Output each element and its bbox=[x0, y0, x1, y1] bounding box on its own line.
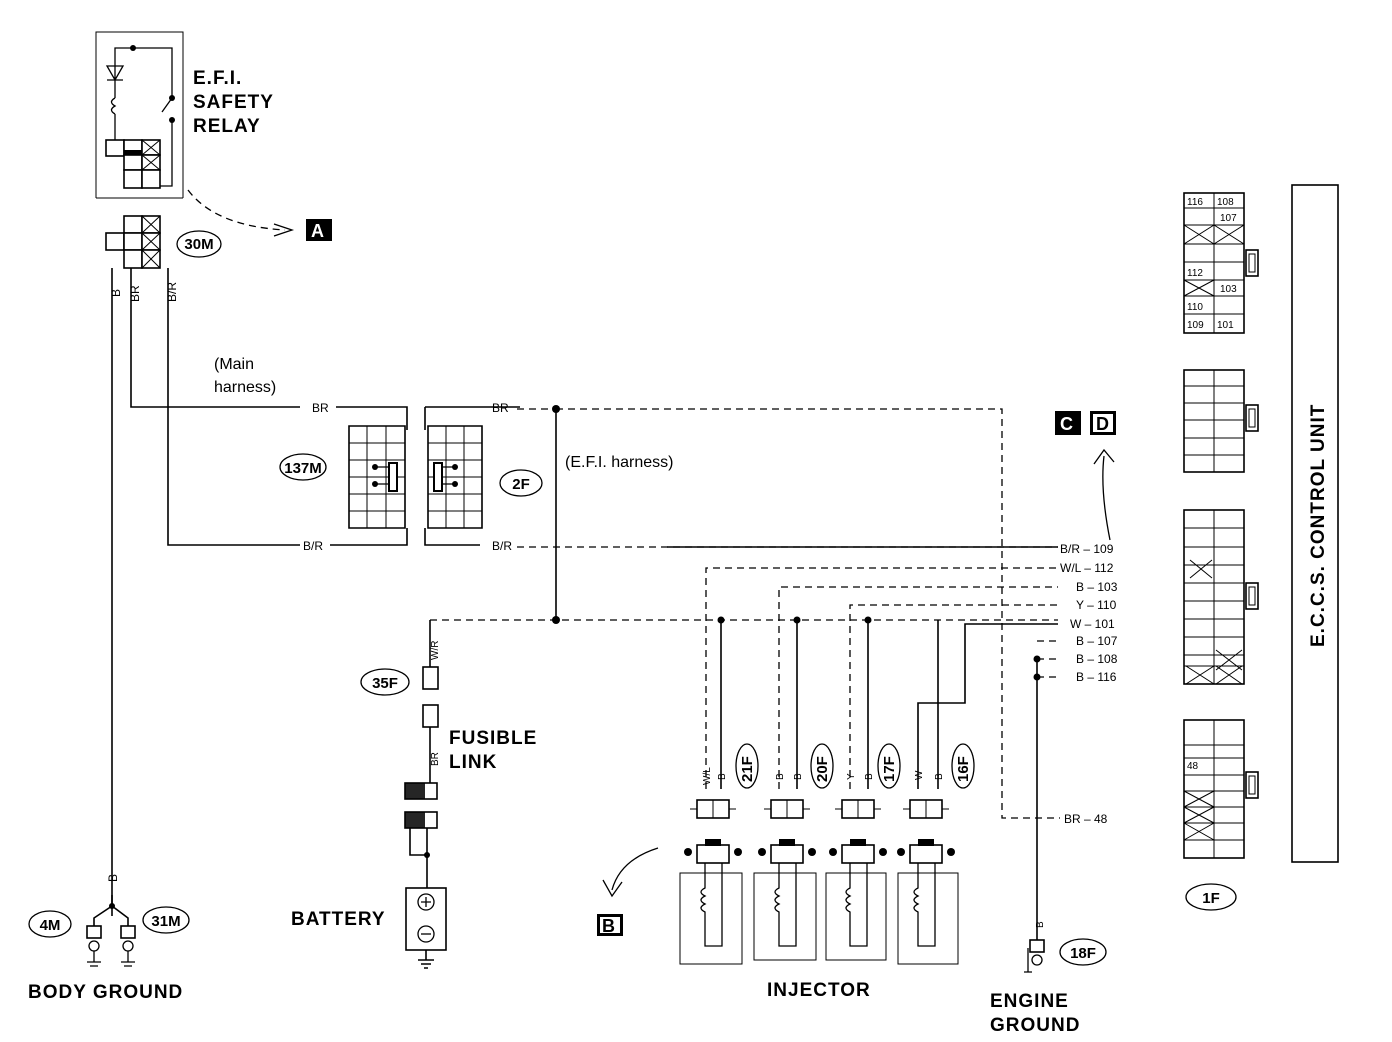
marker-c: C bbox=[1060, 414, 1073, 434]
connector-137m: 137M bbox=[279, 425, 406, 529]
marker-b-group: B bbox=[597, 847, 659, 936]
engine-ground-label-2: GROUND bbox=[990, 1015, 1080, 1036]
engine-ground-label-1: ENGINE bbox=[990, 991, 1069, 1012]
injector-1 bbox=[679, 799, 743, 965]
connector-21f-label: 21F bbox=[739, 756, 756, 782]
ecu-pin-label: B/R – 109 bbox=[1060, 542, 1114, 556]
connector-30m: 30M bbox=[105, 215, 222, 269]
connector-31m-label: 31M bbox=[151, 913, 180, 930]
ecu-pin-label: B – 116 bbox=[1076, 670, 1117, 684]
injector-2 bbox=[753, 799, 817, 961]
battery-circuit: W/R 35F BR FUSIBLE LINK BATTERY bbox=[291, 620, 537, 969]
relay-label-line3: RELAY bbox=[193, 116, 261, 137]
battery-label: BATTERY bbox=[291, 909, 386, 930]
connector-35f-label: 35F bbox=[372, 675, 398, 692]
wire-label-br-fusible: BR bbox=[430, 752, 441, 766]
connector-1f-label: 1F bbox=[1202, 890, 1220, 907]
wire-label-b-body: B bbox=[106, 874, 120, 882]
wire-label-y-17f: Y bbox=[846, 773, 857, 780]
ecu-control-unit: E.C.C.S. CONTROL UNIT bbox=[1291, 184, 1339, 863]
main-harness-label-1: (Main bbox=[214, 356, 254, 373]
connector-20f-label: 20F bbox=[814, 756, 831, 782]
ecu-pin-107: 107 bbox=[1220, 213, 1237, 224]
ecu-pin-label: B – 107 bbox=[1076, 634, 1118, 648]
wire-label-br-main: BR bbox=[312, 401, 329, 415]
relay-label-line1: E.F.I. bbox=[193, 68, 242, 89]
ecu-pin-109: 109 bbox=[1187, 320, 1204, 331]
connector-16f-label: 16F bbox=[955, 756, 972, 782]
ecu-pin-label: Y – 110 bbox=[1076, 598, 1117, 612]
marker-b: B bbox=[602, 916, 615, 936]
ecu-connector-4: 48 1F bbox=[1183, 719, 1259, 911]
wires-from-30m: B BR B/R bbox=[109, 268, 300, 916]
connector-2f-label: 2F bbox=[512, 476, 530, 493]
ecu-pin-108: 108 bbox=[1217, 197, 1234, 208]
ecu-pin-label: W – 101 bbox=[1070, 617, 1115, 631]
injector-wires bbox=[667, 546, 1058, 940]
marker-d: D bbox=[1096, 414, 1109, 434]
engine-ground: B 18F ENGINE GROUND bbox=[990, 921, 1107, 1036]
efi-harness-wires: BR (E.F.I. harness) B/R BR – 48 bbox=[430, 401, 1108, 826]
br48-label: BR – 48 bbox=[1064, 812, 1108, 826]
wire-label-b-r-main: B/R bbox=[303, 539, 323, 553]
main-harness-label-2: harness) bbox=[214, 379, 276, 396]
ecu-pin-103: 103 bbox=[1220, 284, 1237, 295]
fusible-link-label-1: FUSIBLE bbox=[449, 728, 537, 749]
wire-label-b-top: B bbox=[109, 289, 123, 297]
injector-3 bbox=[825, 799, 887, 961]
markers-cd: C D bbox=[1055, 411, 1116, 541]
ecu-connector-1: 116 108 107 112 103 110 109 101 bbox=[1183, 192, 1259, 334]
ecu-pin-label: B – 108 bbox=[1076, 652, 1118, 666]
wire-label-b-20f-a: B bbox=[775, 773, 786, 780]
wire-label-b-engine: B bbox=[1035, 921, 1046, 928]
wire-label-b-16f: B bbox=[934, 773, 945, 780]
connector-137m-label: 137M bbox=[284, 460, 322, 477]
ecu-pin-label: W/L – 112 bbox=[1060, 561, 1114, 575]
ecu-label: E.C.C.S. CONTROL UNIT bbox=[1308, 404, 1329, 647]
ecu-pin-112: 112 bbox=[1187, 268, 1203, 279]
wires-137m: BR B/R bbox=[303, 401, 408, 553]
connector-18f-label: 18F bbox=[1070, 945, 1096, 962]
ecu-pin-label: B – 103 bbox=[1076, 580, 1118, 594]
relay-label-line2: SAFETY bbox=[193, 92, 274, 113]
connector-30m-label: 30M bbox=[184, 236, 213, 253]
efi-safety-relay: E.F.I. SAFETY RELAY bbox=[95, 31, 274, 199]
ecu-connector-3 bbox=[1183, 509, 1259, 685]
wire-label-b-21f: B bbox=[717, 773, 728, 780]
wire-label-b-20f-b: B bbox=[793, 773, 804, 780]
ecu-pin-110: 110 bbox=[1187, 302, 1203, 313]
arrow-to-a: A bbox=[187, 189, 332, 241]
wire-label-w-r: W/R bbox=[430, 641, 441, 660]
ecu-pin-101: 101 bbox=[1217, 320, 1234, 331]
connector-17f-label: 17F bbox=[881, 756, 898, 782]
wire-label-w-16f: W bbox=[914, 770, 925, 780]
efi-harness-label: (E.F.I. harness) bbox=[565, 454, 673, 471]
ecu-pin-labels: B/R – 109 W/L – 112 B – 103 Y – 110 W – … bbox=[1060, 542, 1118, 684]
fusible-link-label-2: LINK bbox=[449, 752, 497, 773]
wire-label-b-r-top: B/R bbox=[165, 282, 179, 302]
wire-label-w-l-21f: W/L bbox=[702, 767, 713, 785]
body-ground-label: BODY GROUND bbox=[28, 982, 183, 1003]
ecu-pin-116: 116 bbox=[1187, 197, 1203, 208]
injector-connectors: W/L B 21F B B 20F Y B 17F W B 16F bbox=[702, 743, 975, 789]
wire-label-b-r-efi: B/R bbox=[492, 539, 512, 553]
wire-label-br-efi: BR bbox=[492, 401, 509, 415]
marker-a: A bbox=[311, 221, 324, 241]
connector-2f: 2F bbox=[424, 406, 543, 546]
connector-4m-label: 4M bbox=[40, 917, 61, 934]
body-ground: B 4M 31M BODY GROUND bbox=[28, 874, 190, 1003]
ecu-connector-2 bbox=[1183, 369, 1259, 473]
injector-4 bbox=[897, 799, 959, 965]
wire-label-b-17f: B bbox=[864, 773, 875, 780]
injector-label: INJECTOR bbox=[767, 980, 871, 1001]
wire-label-br-top: BR bbox=[128, 285, 142, 302]
injectors: INJECTOR bbox=[679, 799, 959, 1001]
ecu-pin-48: 48 bbox=[1187, 761, 1199, 772]
